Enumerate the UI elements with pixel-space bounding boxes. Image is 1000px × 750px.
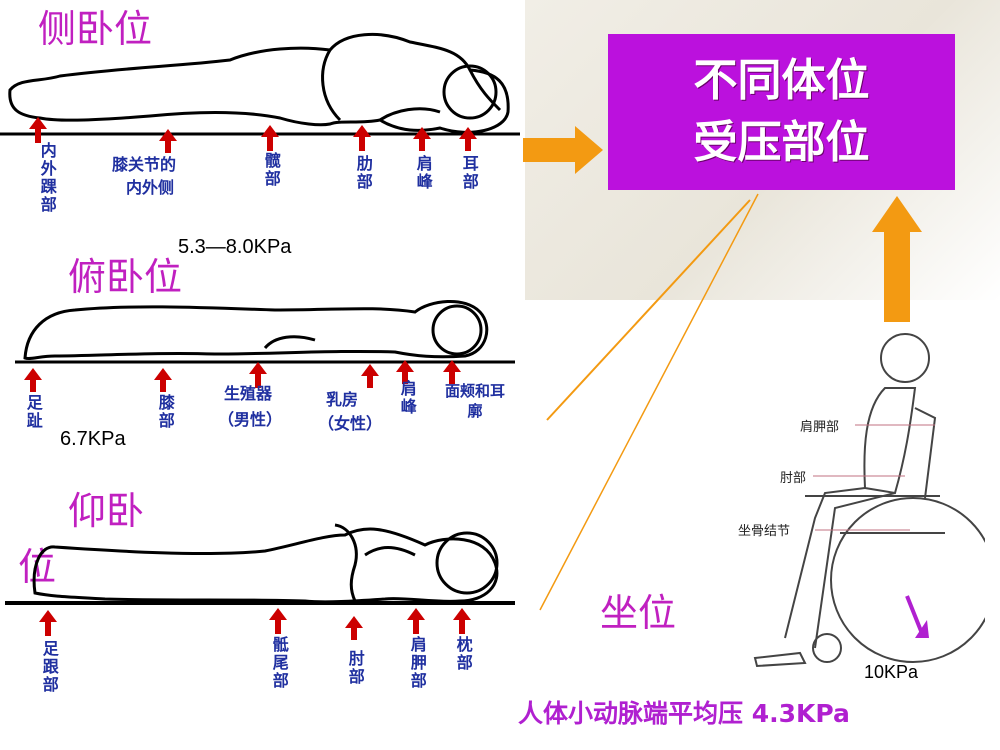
pressure-arrow-icon <box>915 620 929 638</box>
prone-figure <box>15 299 515 364</box>
label-knee: 膝部 <box>155 394 175 430</box>
label-female: （女性） <box>318 414 383 433</box>
label-sit-ischial: 坐骨结节 <box>738 524 791 539</box>
prone-title: 俯卧位 <box>68 255 183 299</box>
label-sit-scapula: 肩胛部 <box>800 420 840 435</box>
supine-title: 仰卧 <box>68 489 145 533</box>
label-male: （男性） <box>218 410 283 429</box>
label-knee-line1: 膝关节的 <box>112 155 177 174</box>
footer-arterial-pressure: 人体小动脉端平均压 4.3KPa <box>518 699 850 728</box>
label-rib: 肋部 <box>353 155 373 191</box>
label-toe: 足趾 <box>23 394 43 430</box>
label-sacrum: 骶尾部 <box>269 636 289 690</box>
side-lying-pressure: 5.3—8.0KPa <box>178 236 292 258</box>
label-face-ear: 面颊和耳廓 <box>444 382 505 420</box>
title-box-line2: 受压部位 <box>693 117 870 168</box>
prone-arrows <box>24 360 461 392</box>
up-arrow-icon <box>872 196 922 322</box>
label-elbow: 肘部 <box>345 650 365 686</box>
label-shoulder: 肩峰 <box>413 155 433 191</box>
label-ankle: 内外踝部 <box>37 142 57 214</box>
label-ear: 耳部 <box>459 155 479 191</box>
sitting-title: 坐位 <box>600 591 677 635</box>
label-prone-shoulder: 肩峰 <box>397 380 417 416</box>
wheelchair-figure <box>753 333 985 668</box>
label-sit-elbow: 肘部 <box>780 471 807 486</box>
side-lying-figure <box>0 32 520 136</box>
label-genitals: 生殖器 <box>224 384 273 403</box>
label-scapula: 肩胛部 <box>407 636 427 690</box>
label-occiput: 枕部 <box>453 636 473 672</box>
label-hip: 髋部 <box>261 152 281 188</box>
right-arrow-icon <box>523 126 603 174</box>
prone-pressure: 6.7KPa <box>60 428 126 450</box>
label-knee-line2: 内外侧 <box>126 178 175 197</box>
supine-figure <box>5 523 515 605</box>
side-lying-arrows <box>29 117 477 153</box>
sitting-pressure: 10KPa <box>864 662 919 682</box>
label-heel: 足跟部 <box>39 640 59 694</box>
title-box: 不同体位 受压部位 <box>608 34 955 190</box>
supine-arrows <box>39 608 471 640</box>
side-lying-title: 侧卧位 <box>38 7 153 51</box>
label-breast: 乳房 <box>326 390 359 409</box>
title-box-line1: 不同体位 <box>693 55 870 106</box>
